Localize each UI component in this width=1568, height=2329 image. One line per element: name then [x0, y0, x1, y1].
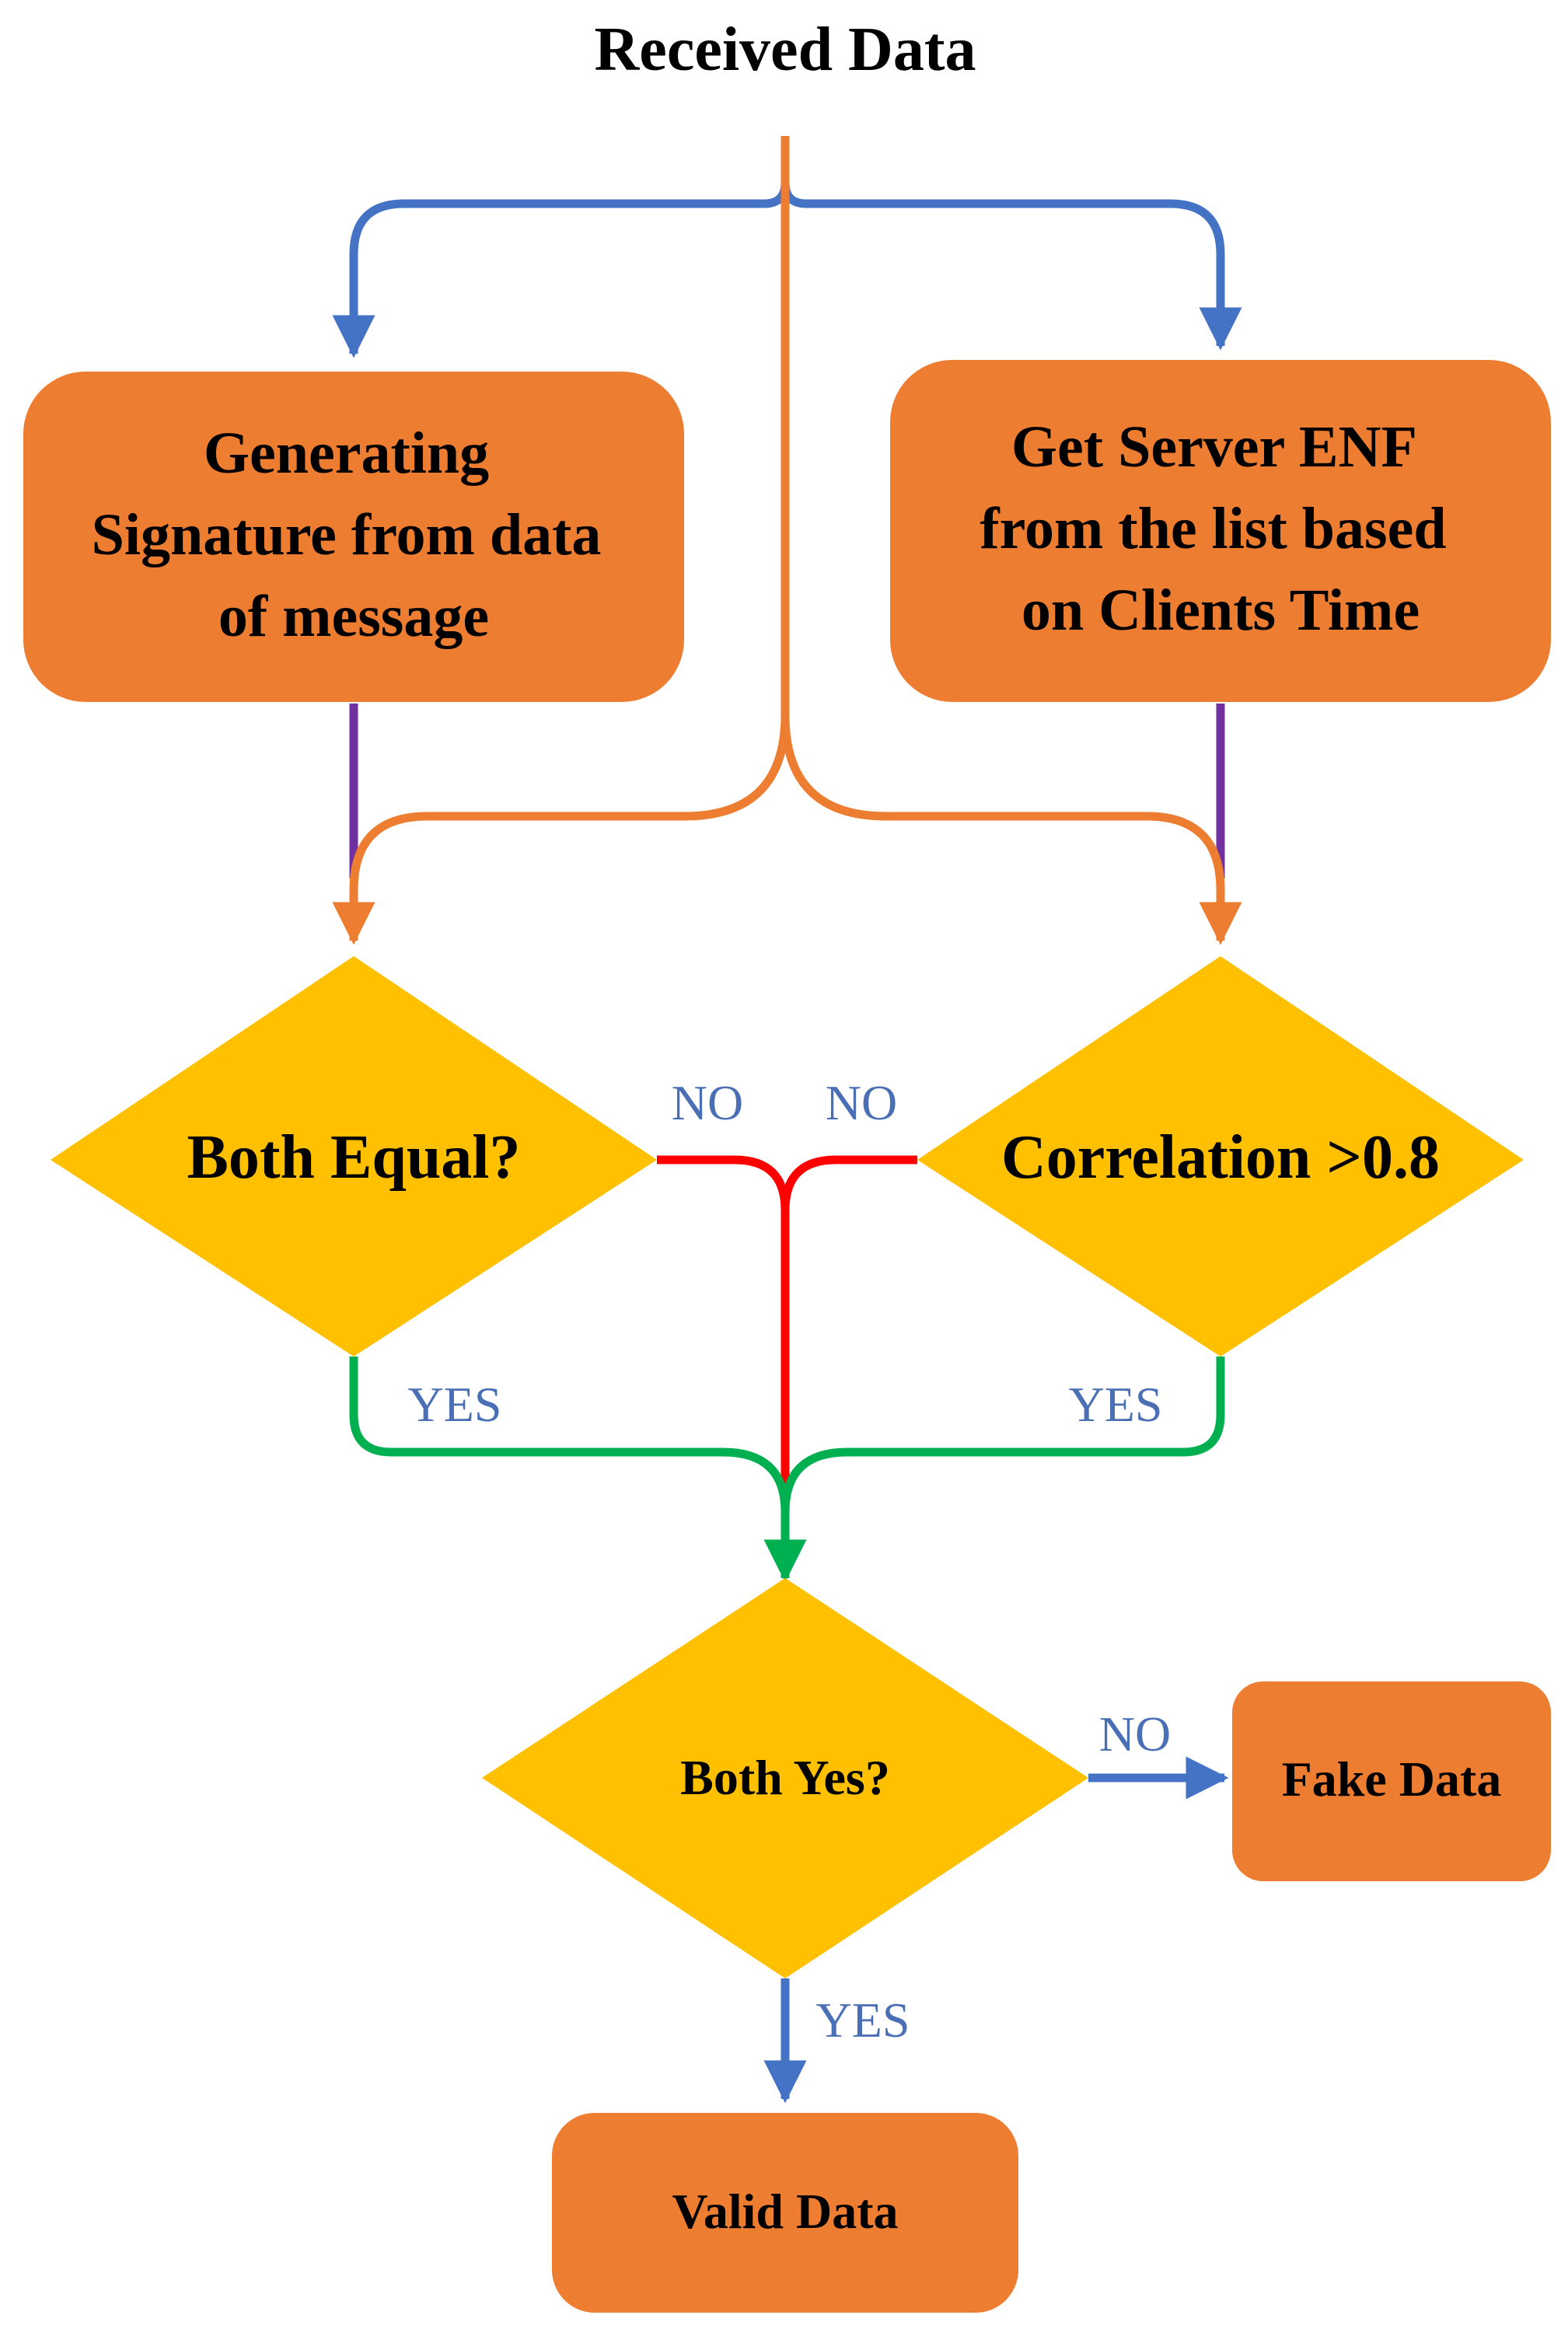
- both-equal-label: Both Equal?: [187, 1123, 520, 1192]
- terminal-valid-data: [552, 2113, 1018, 2313]
- correlation-no-label: NO: [826, 1075, 897, 1130]
- equal-yes-label: YES: [408, 1377, 502, 1432]
- both-no-label: NO: [1099, 1706, 1171, 1762]
- both-yes-label: Both Yes?: [680, 1750, 890, 1805]
- edge-received-to-correlation: [781, 714, 1242, 945]
- generate-signature-line-3: of message: [218, 584, 489, 649]
- edge-correlation-yes: [781, 1357, 1225, 1513]
- correlation-yes-label: YES: [1069, 1377, 1163, 1432]
- edge-equal-yes: [349, 1357, 807, 1583]
- process-box-get-server-enf: [890, 360, 1551, 702]
- equal-no-label: NO: [672, 1075, 743, 1130]
- terminal-fake-data: [1232, 1681, 1551, 1881]
- correlation-label: Correlation >0.8: [1001, 1123, 1440, 1192]
- generate-signature-label: Generating Signature from data of messag…: [92, 421, 616, 649]
- decision-correlation: [917, 956, 1524, 1357]
- valid-data-label: Valid Data: [672, 2184, 898, 2239]
- get-server-enf-line-1: Get Server ENF: [1011, 414, 1415, 480]
- get-server-enf-line-2: from the list based: [980, 496, 1446, 561]
- diagram-title: Received Data: [595, 16, 976, 84]
- fake-data-label: Fake Data: [1282, 1751, 1502, 1807]
- generate-signature-line-1: Generating: [204, 421, 489, 486]
- edge-received-to-equal: [332, 136, 790, 945]
- edge-correlation-no: [781, 1155, 917, 1211]
- generate-signature-line-2: Signature from data: [92, 502, 602, 567]
- get-server-enf-line-3: on Clients Time: [1021, 578, 1420, 643]
- edge-received-to-signature: [332, 136, 790, 358]
- decision-both-yes: [482, 1578, 1088, 1978]
- process-box-generate-signature: [23, 372, 684, 702]
- both-yes-yes-label: YES: [816, 1992, 910, 2048]
- get-server-enf-label: Get Server ENF from the list based on Cl…: [980, 414, 1461, 643]
- edge-received-to-server-enf: [781, 136, 1242, 351]
- decision-both-equal: [51, 956, 657, 1357]
